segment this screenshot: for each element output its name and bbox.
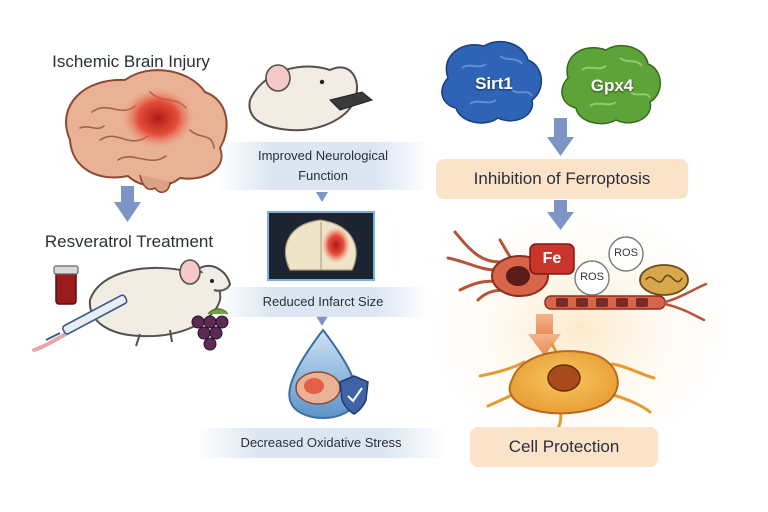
resveratrol-treatment-label: Resveratrol Treatment	[32, 232, 226, 252]
down-arrow-left	[114, 186, 141, 222]
cell-protection-label: Cell Protection	[470, 437, 658, 457]
ros-label: ROS	[576, 271, 608, 283]
rat-icon	[249, 65, 372, 130]
neurological-function-label-line1: Improved Neurological	[218, 148, 428, 163]
brain-icon	[66, 70, 227, 192]
ischemic-brain-injury-label: Ischemic Brain Injury	[40, 52, 222, 72]
fe-label: Fe	[530, 250, 574, 268]
down-arrow-center-2	[316, 316, 328, 326]
gpx4-label: Gpx4	[572, 76, 652, 96]
ros-label: ROS	[610, 247, 642, 259]
sirt1-label: Sirt1	[454, 74, 534, 94]
down-arrow-right-1	[547, 118, 574, 156]
oxidative-stress-label: Decreased Oxidative Stress	[196, 435, 446, 450]
inhibition-of-ferroptosis-label: Inhibition of Ferroptosis	[436, 169, 688, 189]
down-arrow-center-1	[316, 192, 328, 202]
infarct-size-label: Reduced Infarct Size	[218, 294, 428, 309]
brain-scan-icon	[268, 212, 374, 280]
vial-icon	[54, 266, 78, 304]
mitochondrion-icon	[640, 265, 688, 295]
neurological-function-label-line2: Function	[218, 168, 428, 183]
